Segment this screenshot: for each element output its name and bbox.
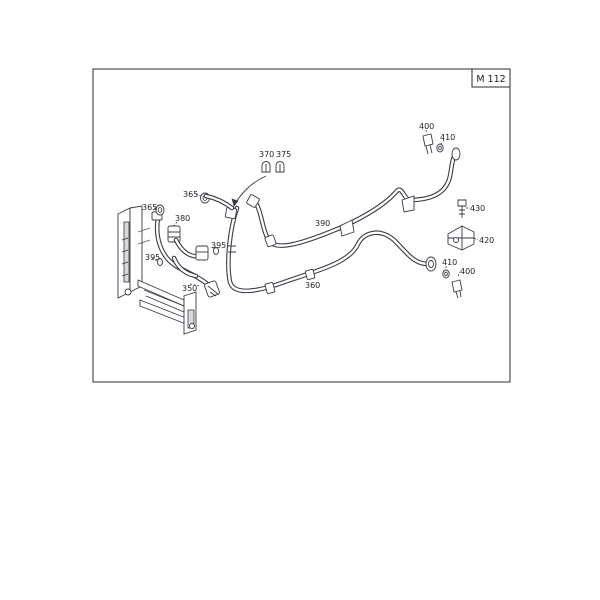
leader-365-left bbox=[153, 207, 158, 210]
clip-370-375 bbox=[261, 161, 285, 173]
callout-360: 360 bbox=[305, 281, 320, 290]
pipe-390 bbox=[246, 147, 461, 248]
bolt-430 bbox=[457, 199, 467, 218]
leader-380 bbox=[173, 221, 178, 227]
link-pipe bbox=[203, 193, 235, 211]
model-badge: M 112 bbox=[471, 68, 511, 88]
bolt-400-lower bbox=[451, 279, 463, 299]
callout-380: 380 bbox=[175, 214, 190, 223]
nut-365-left bbox=[155, 204, 165, 216]
drawing-frame bbox=[92, 68, 511, 383]
model-badge-label: M 112 bbox=[476, 74, 505, 85]
o-ring-395-left bbox=[157, 258, 163, 266]
bracket-420 bbox=[447, 225, 475, 251]
radiator-assembly bbox=[117, 205, 197, 335]
washer-410-upper bbox=[436, 143, 444, 153]
callout-365-left: 365 bbox=[142, 203, 157, 212]
callout-365-upper: 365 bbox=[183, 190, 198, 199]
fitting-cluster bbox=[167, 225, 209, 279]
callout-400-upper: 400 bbox=[419, 122, 434, 131]
callout-370: 370 bbox=[259, 150, 274, 159]
callout-395-left: 395 bbox=[145, 253, 160, 262]
callout-350: 350 bbox=[182, 284, 197, 293]
o-ring-395-right bbox=[213, 247, 219, 255]
callout-430: 430 bbox=[470, 204, 485, 213]
callout-410-upper: 410 bbox=[440, 133, 455, 142]
callout-390: 390 bbox=[315, 219, 330, 228]
callout-395-right: 395 bbox=[211, 241, 226, 250]
leader-420 bbox=[473, 237, 479, 241]
callout-410-lower: 410 bbox=[442, 258, 457, 267]
bolt-400-upper bbox=[422, 133, 434, 155]
callout-420: 420 bbox=[479, 236, 494, 245]
leader-365-upper bbox=[195, 193, 202, 197]
washer-410-lower bbox=[442, 269, 450, 279]
clip-leader-arrowhead bbox=[231, 198, 239, 207]
leader-395-right bbox=[211, 246, 215, 250]
leader-400-upper bbox=[425, 129, 428, 135]
callout-400-lower: 400 bbox=[460, 267, 475, 276]
pipe-360-end-fitting bbox=[425, 256, 437, 272]
leader-400-lower bbox=[457, 271, 461, 277]
leader-395-left bbox=[151, 257, 158, 262]
callout-375: 375 bbox=[276, 150, 291, 159]
leader-410-upper bbox=[440, 139, 445, 145]
leader-350 bbox=[189, 283, 201, 287]
pipe-360 bbox=[224, 205, 431, 294]
